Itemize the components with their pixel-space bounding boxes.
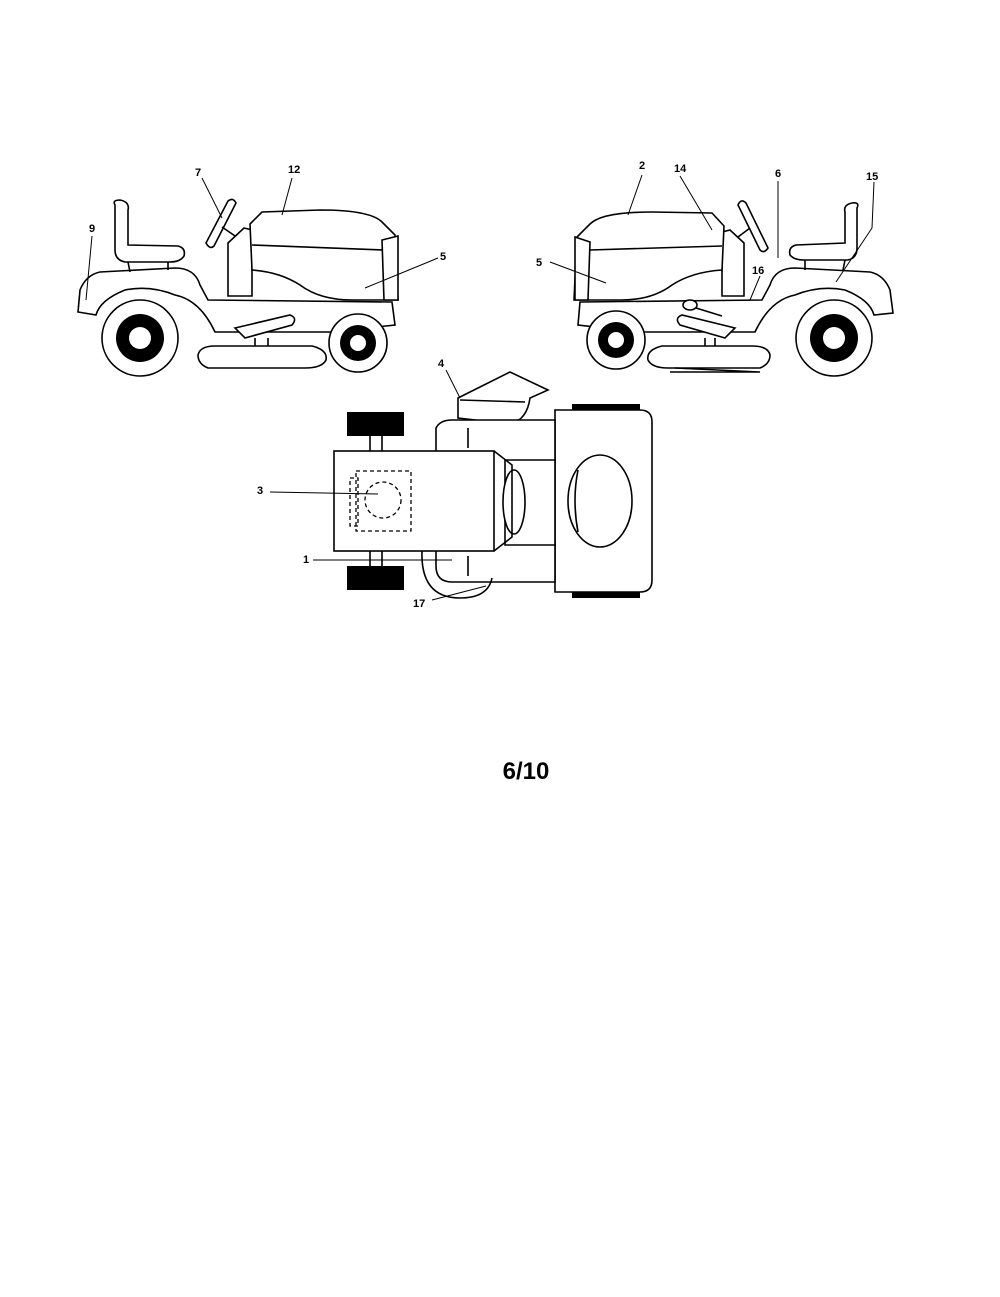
right-mower-deck xyxy=(646,345,771,369)
callout-17: 17 xyxy=(413,598,425,610)
right-steering-wheel xyxy=(737,200,769,253)
page-number: 6/10 xyxy=(502,758,550,785)
front-wheel-top xyxy=(347,412,404,436)
right-side-view-tractor xyxy=(549,174,894,377)
right-seat xyxy=(788,202,859,261)
callout-16: 16 xyxy=(752,265,764,277)
front-wheel-bottom xyxy=(347,566,404,590)
discharge-chute xyxy=(457,371,550,425)
left-side-view-tractor xyxy=(77,177,439,377)
callout-5-left: 5 xyxy=(440,251,446,263)
callout-12: 12 xyxy=(288,164,300,176)
left-seat xyxy=(113,199,186,263)
left-steering-wheel xyxy=(205,198,237,249)
top-view-tractor xyxy=(269,369,653,601)
callout-5-right: 5 xyxy=(536,257,542,269)
callout-9: 9 xyxy=(89,223,95,235)
callout-4: 4 xyxy=(438,358,445,370)
callout-labels: 7 12 9 5 2 14 6 15 5 16 4 3 1 17 xyxy=(89,160,878,610)
callout-3: 3 xyxy=(257,485,263,497)
left-rear-fender xyxy=(77,267,396,333)
right-rear-fender xyxy=(577,267,894,333)
left-hood xyxy=(249,209,399,301)
left-mower-deck xyxy=(197,345,328,369)
right-hood xyxy=(573,211,725,301)
callout-2: 2 xyxy=(639,160,645,172)
callout-1: 1 xyxy=(303,554,309,566)
callout-15: 15 xyxy=(866,171,878,183)
callout-7: 7 xyxy=(195,167,201,179)
callout-6: 6 xyxy=(775,168,781,180)
hood-top xyxy=(333,450,495,552)
callout-14: 14 xyxy=(674,163,687,175)
